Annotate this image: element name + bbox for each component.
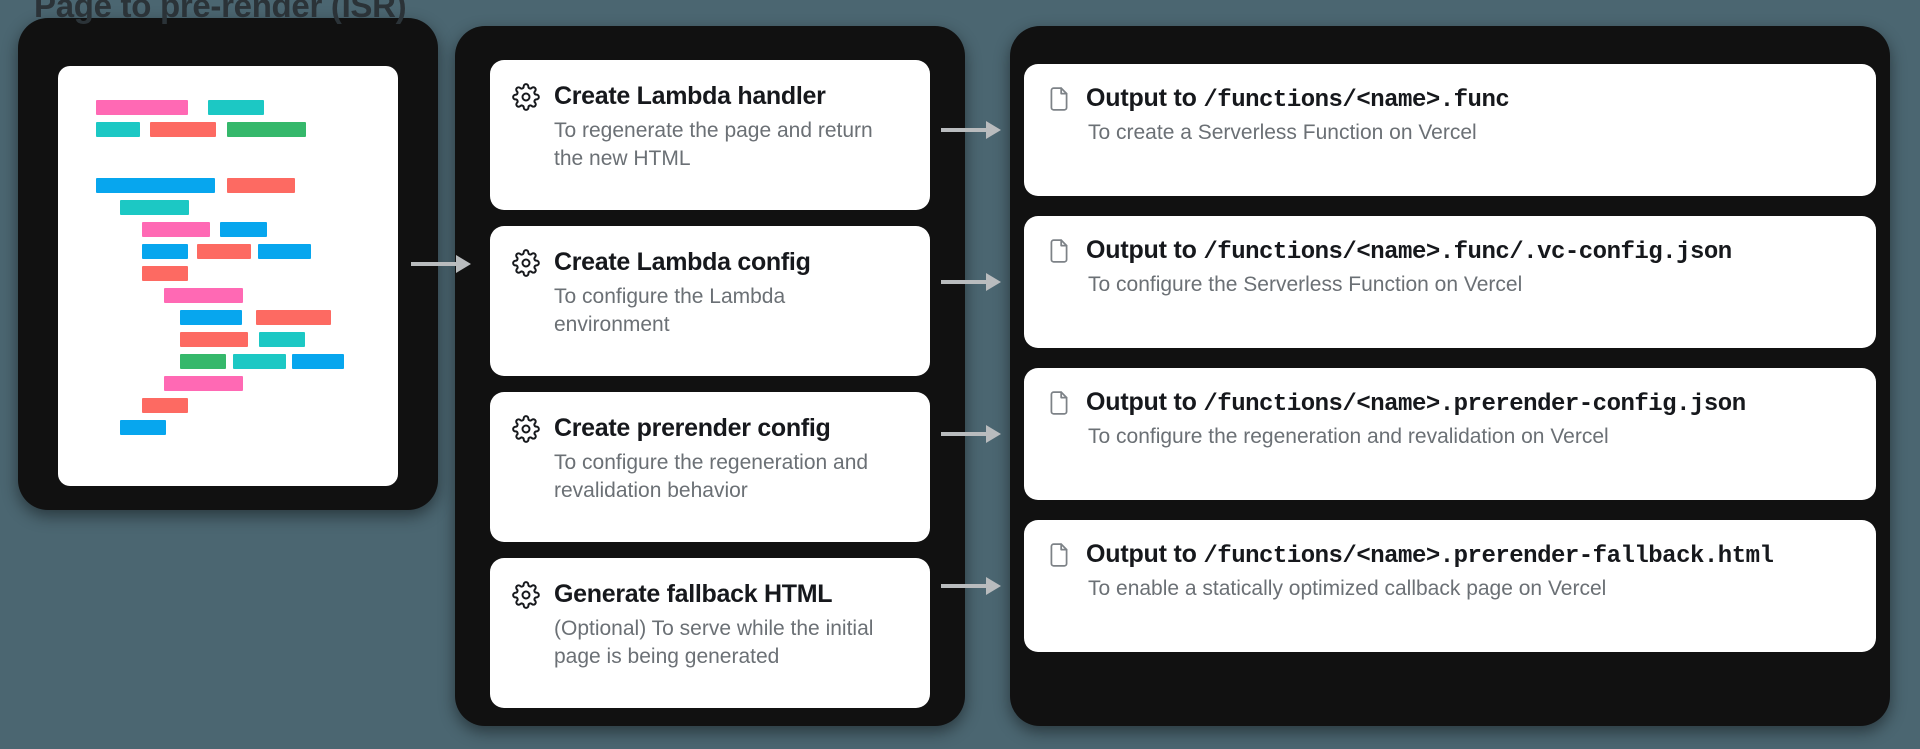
code-line-bar <box>227 178 295 193</box>
arrow-step-3-to-output-3 <box>940 574 1002 598</box>
code-line-bar <box>233 354 286 369</box>
build-steps-container: Create Lambda handler To regenerate the … <box>455 26 965 726</box>
output-title: Output to /functions/<name>.func <box>1086 84 1510 114</box>
arrow-step-2-to-output-2 <box>940 422 1002 446</box>
step-card-0[interactable]: Create Lambda handler To regenerate the … <box>490 60 930 210</box>
file-icon <box>1046 86 1072 112</box>
code-line-bar <box>142 398 188 413</box>
output-label: Output to <box>1086 236 1204 264</box>
step-description: To regenerate the page and return the ne… <box>554 119 873 170</box>
output-description: To create a Serverless Function on Verce… <box>1088 121 1477 144</box>
step-description: (Optional) To serve while the initial pa… <box>554 617 874 668</box>
output-title: Output to /functions/<name>.prerender-fa… <box>1086 540 1774 570</box>
step-card-2[interactable]: Create prerender config To configure the… <box>490 392 930 542</box>
output-path: /functions/<name>.prerender-config.json <box>1203 391 1746 418</box>
code-line-bar <box>292 354 344 369</box>
output-label: Output to <box>1086 388 1204 416</box>
output-description: To configure the regeneration and revali… <box>1088 425 1609 448</box>
gear-icon <box>512 248 540 277</box>
step-card-1[interactable]: Create Lambda config To configure the La… <box>490 226 930 376</box>
output-path: /functions/<name>.func/.vc-config.json <box>1203 239 1732 266</box>
step-title: Generate fallback HTML <box>554 580 833 608</box>
code-line-bar <box>150 122 216 137</box>
step-header: Create Lambda config <box>512 248 906 277</box>
code-line-bar <box>142 244 188 259</box>
output-label: Output to <box>1086 540 1204 568</box>
build-outputs-container: Output to /functions/<name>.func To crea… <box>1010 26 1890 726</box>
output-label: Output to <box>1086 84 1204 112</box>
step-description: To configure the regeneration and revali… <box>554 451 869 502</box>
source-code-card <box>58 66 398 486</box>
step-title: Create prerender config <box>554 414 831 442</box>
step-card-3[interactable]: Generate fallback HTML (Optional) To ser… <box>490 558 930 708</box>
step-title: Create Lambda handler <box>554 82 826 110</box>
gear-icon <box>512 580 540 609</box>
step-header: Create Lambda handler <box>512 82 906 111</box>
code-line-bar <box>96 122 140 137</box>
code-line-bar <box>96 178 215 193</box>
code-line-bar <box>164 288 243 303</box>
code-line-bar <box>180 332 248 347</box>
code-line-bar <box>142 222 210 237</box>
arrow-source-to-steps <box>410 252 472 276</box>
output-header: Output to /functions/<name>.func <box>1046 84 1854 114</box>
code-line-bar <box>96 100 188 115</box>
file-icon <box>1046 238 1072 264</box>
output-path: /functions/<name>.func <box>1203 87 1510 114</box>
code-line-bar <box>256 310 331 325</box>
output-header: Output to /functions/<name>.prerender-fa… <box>1046 540 1854 570</box>
step-description: To configure the Lambda environment <box>554 285 786 336</box>
output-card-2[interactable]: Output to /functions/<name>.prerender-co… <box>1024 368 1876 500</box>
output-description: To configure the Serverless Function on … <box>1088 273 1523 296</box>
page-source-container <box>18 18 438 510</box>
file-icon <box>1046 542 1072 568</box>
output-card-0[interactable]: Output to /functions/<name>.func To crea… <box>1024 64 1876 196</box>
step-header: Generate fallback HTML <box>512 580 906 609</box>
arrow-step-0-to-output-0 <box>940 118 1002 142</box>
gear-icon <box>512 82 540 111</box>
code-line-bar <box>120 420 166 435</box>
output-description: To enable a statically optimized callbac… <box>1088 577 1607 600</box>
code-line-bar <box>120 200 189 215</box>
output-path: /functions/<name>.prerender-fallback.htm… <box>1203 543 1774 570</box>
arrow-step-1-to-output-1 <box>940 270 1002 294</box>
step-title: Create Lambda config <box>554 248 811 276</box>
code-line-bar <box>258 244 311 259</box>
output-card-1[interactable]: Output to /functions/<name>.func/.vc-con… <box>1024 216 1876 348</box>
output-card-3[interactable]: Output to /functions/<name>.prerender-fa… <box>1024 520 1876 652</box>
code-line-bar <box>227 122 306 137</box>
code-line-bar <box>180 354 226 369</box>
step-header: Create prerender config <box>512 414 906 443</box>
code-line-bar <box>208 100 264 115</box>
code-line-bar <box>180 310 242 325</box>
code-line-bar <box>197 244 251 259</box>
page-title: Page to pre-render (ISR) <box>34 0 407 24</box>
code-line-bar <box>164 376 243 391</box>
code-line-bar <box>142 266 188 281</box>
output-header: Output to /functions/<name>.func/.vc-con… <box>1046 236 1854 266</box>
output-title: Output to /functions/<name>.prerender-co… <box>1086 388 1746 418</box>
code-line-bar <box>259 332 305 347</box>
gear-icon <box>512 414 540 443</box>
output-title: Output to /functions/<name>.func/.vc-con… <box>1086 236 1732 266</box>
code-line-bar <box>220 222 267 237</box>
file-icon <box>1046 390 1072 416</box>
output-header: Output to /functions/<name>.prerender-co… <box>1046 388 1854 418</box>
